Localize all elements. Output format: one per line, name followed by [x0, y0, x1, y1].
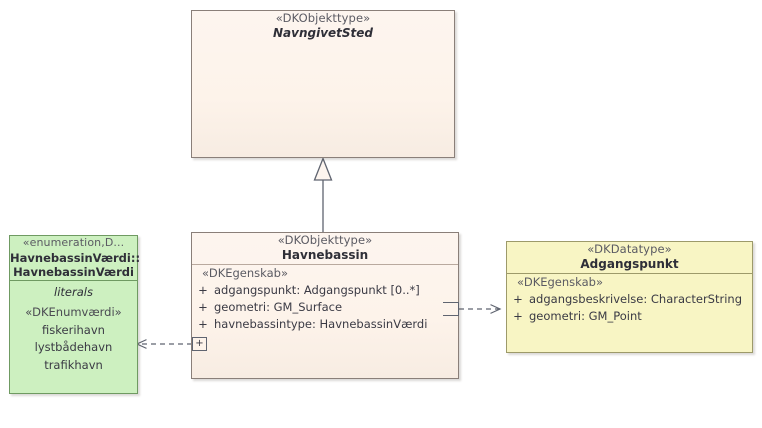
- attribute-text: geometri: GM_Point: [529, 308, 642, 323]
- class-havnebassinvaerdi-name-line1: HavnebassinVærdi::: [10, 250, 141, 265]
- attribute-visibility: +: [513, 308, 523, 323]
- class-havnebassinvaerdi[interactable]: «enumeration,D... HavnebassinVærdi:: Hav…: [9, 235, 141, 394]
- class-adgangspunkt-attributes: «DKEgenskab» + adgangsbeskrivelse: Chara…: [507, 273, 752, 325]
- literal-item[interactable]: fiskerihavn: [42, 322, 105, 337]
- class-havnebassin[interactable]: «DKObjekttype» Havnebassin «DKEgenskab» …: [191, 232, 459, 379]
- attribute-visibility: +: [198, 282, 208, 297]
- class-havnebassinvaerdi-stereotype: «enumeration,D...: [22, 236, 125, 249]
- literal-item[interactable]: lystbådehavn: [34, 340, 113, 355]
- class-havnebassin-stereotype: «DKObjekttype»: [277, 233, 373, 247]
- literals-label: literals: [54, 285, 93, 300]
- literal-item[interactable]: trafikhavn: [44, 357, 103, 372]
- class-havnebassinvaerdi-header: «enumeration,D... HavnebassinVærdi:: Hav…: [10, 236, 141, 280]
- attribute-row[interactable]: + adgangspunkt: Adgangspunkt [0..*]: [192, 282, 458, 299]
- attribute-visibility: +: [513, 291, 523, 306]
- attribute-row[interactable]: + adgangsbeskrivelse: CharacterString: [507, 291, 752, 308]
- class-navngivetsted-stereotype: «DKObjekttype»: [275, 11, 371, 25]
- attribute-text: adgangsbeskrivelse: CharacterString: [529, 291, 742, 306]
- attribute-row[interactable]: + havnebassintype: HavnebassinVærdi: [192, 316, 458, 333]
- class-navngivetsted-header: «DKObjekttype» NavngivetSted: [192, 11, 454, 42]
- connector-generalization[interactable]: [313, 156, 333, 233]
- class-havnebassinvaerdi-name-line2: HavnebassinVærdi: [13, 265, 134, 280]
- class-havnebassin-header: «DKObjekttype» Havnebassin: [192, 233, 458, 264]
- port-havnebassin-left[interactable]: +: [192, 337, 207, 351]
- attribute-row[interactable]: + geometri: GM_Surface: [192, 299, 458, 316]
- class-havnebassin-name: Havnebassin: [281, 248, 369, 263]
- attribute-row[interactable]: + geometri: GM_Point: [507, 308, 752, 325]
- class-havnebassinvaerdi-literals: literals «DKEnumværdi» fiskerihavn lystb…: [10, 280, 137, 374]
- class-adgangspunkt[interactable]: «DKDatatype» Adgangspunkt «DKEgenskab» +…: [506, 241, 753, 353]
- attribute-stereotype: «DKEgenskab»: [202, 266, 288, 280]
- class-navngivetsted-name: NavngivetSted: [272, 26, 373, 41]
- attribute-visibility: +: [198, 317, 208, 332]
- class-adgangspunkt-stereotype: «DKDatatype»: [587, 242, 672, 256]
- port-havnebassin-right[interactable]: [443, 302, 459, 316]
- attribute-text: geometri: GM_Surface: [214, 299, 343, 314]
- class-havnebassin-attributes: «DKEgenskab» + adgangspunkt: Adgangspunk…: [192, 264, 458, 333]
- literals-stereotype: «DKEnumværdi»: [25, 305, 122, 320]
- attribute-stereotype: «DKEgenskab»: [517, 275, 603, 289]
- class-navngivetsted[interactable]: «DKObjekttype» NavngivetSted: [191, 10, 455, 158]
- class-adgangspunkt-header: «DKDatatype» Adgangspunkt: [507, 242, 752, 273]
- attribute-text: havnebassintype: HavnebassinVærdi: [214, 317, 428, 332]
- attribute-text: adgangspunkt: Adgangspunkt [0..*]: [214, 282, 420, 297]
- class-adgangspunkt-name: Adgangspunkt: [580, 257, 679, 272]
- attribute-visibility: +: [198, 299, 208, 314]
